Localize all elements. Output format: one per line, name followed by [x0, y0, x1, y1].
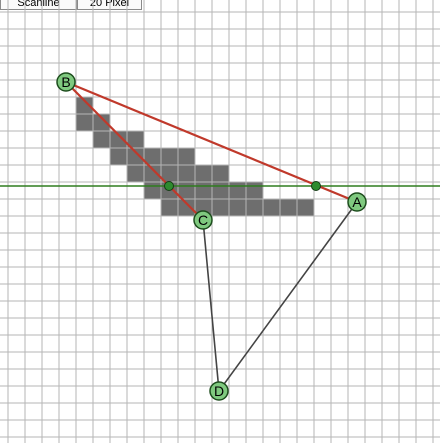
filled-pixel [76, 97, 93, 114]
filled-pixel [76, 114, 93, 131]
filled-pixel [229, 182, 246, 199]
filled-pixel [178, 148, 195, 165]
filled-pixel [161, 165, 178, 182]
filled-pixel [195, 182, 212, 199]
edge-c-d [202, 219, 220, 392]
filled-pixel [161, 199, 178, 216]
edge-b-c [65, 81, 204, 221]
edge-a-d [218, 201, 358, 392]
vertex-c[interactable]: C [193, 210, 213, 230]
filled-pixel [127, 131, 144, 148]
scanline-intersection-right [311, 181, 321, 191]
filled-pixel [178, 199, 195, 216]
filled-pixel [178, 182, 195, 199]
filled-pixel [280, 199, 297, 216]
filled-pixel [263, 199, 280, 216]
filled-pixel [110, 148, 127, 165]
filled-pixel [246, 182, 263, 199]
filled-pixel [144, 148, 161, 165]
filled-pixel [161, 148, 178, 165]
filled-pixel [246, 199, 263, 216]
filled-pixel [212, 199, 229, 216]
filled-pixel [195, 165, 212, 182]
filled-pixel [127, 165, 144, 182]
filled-pixel [297, 199, 314, 216]
filled-pixel [144, 182, 161, 199]
filled-pixel [144, 165, 161, 182]
vertex-b[interactable]: B [56, 72, 76, 92]
filled-pixel [212, 165, 229, 182]
filled-pixel [93, 131, 110, 148]
filled-pixel [212, 182, 229, 199]
vertex-a[interactable]: A [347, 192, 367, 212]
vertex-d[interactable]: D [209, 381, 229, 401]
filled-pixel [127, 148, 144, 165]
filled-pixel [93, 114, 110, 131]
filled-pixel [178, 165, 195, 182]
edge-a-b [65, 80, 358, 204]
filled-pixel [229, 199, 246, 216]
scanline-intersection-left [164, 181, 174, 191]
filled-pixel [110, 131, 127, 148]
